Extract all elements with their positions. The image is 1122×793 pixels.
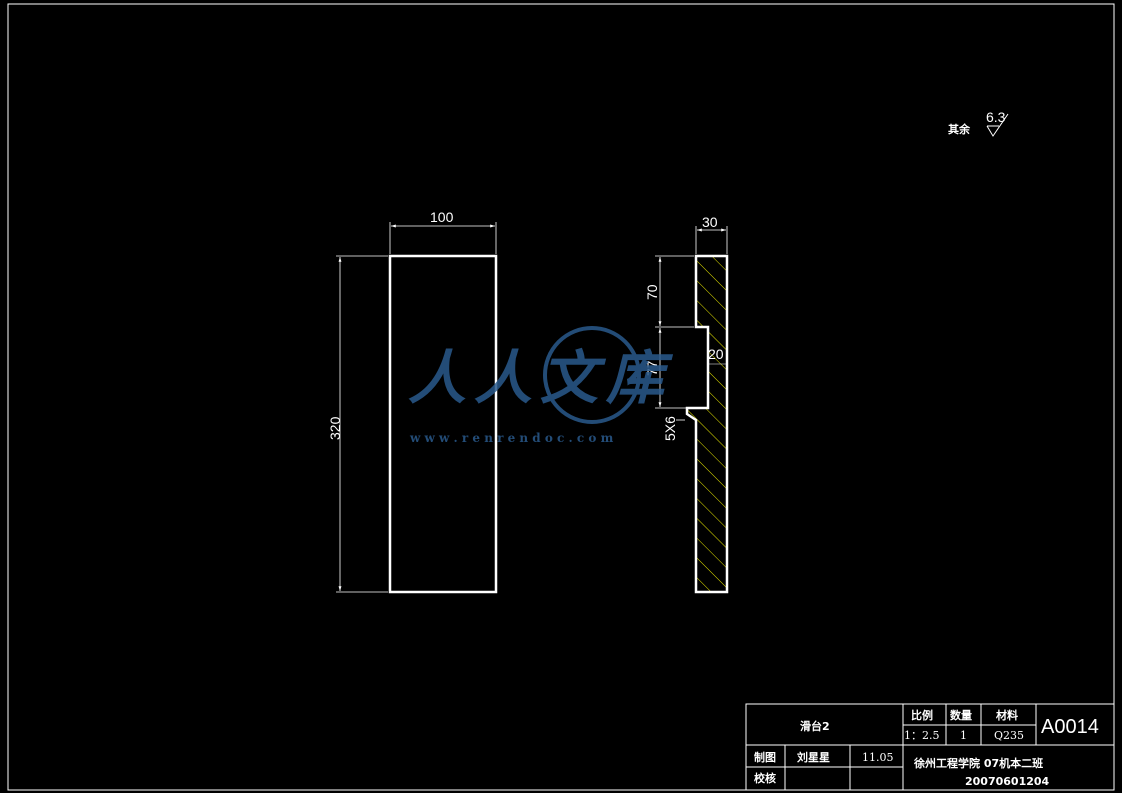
watermark: 人人文库 w w w . r e n r e n d o c . c o m [408,326,674,445]
scale-label: 比例 [911,708,933,722]
drawn-date: 11.05 [862,751,894,764]
roughness-value: 6.3 [986,109,1006,125]
slot-dimension-text: 77 [644,360,660,376]
watermark-circle [543,326,641,424]
side-view-outline [685,254,729,594]
top-dimension-text: 70 [644,284,660,300]
part-name: 滑台2 [800,719,830,733]
material-value: Q235 [994,729,1024,742]
check-label: 校核 [754,771,776,785]
drawing-frame [7,3,1115,791]
roughness-label: 其余 [948,122,971,136]
slot-depth-dimension-text: 20 [708,346,724,362]
surface-roughness-note: 其余 6.3 [948,109,1009,137]
student-id: 20070601204 [965,775,1050,788]
watermark-url: w w w . r e n r e n d o c . c o m [409,431,614,445]
side-view-hatch [687,256,727,592]
thickness-dimension-text: 30 [702,214,718,230]
roughness-symbol-icon [986,113,1009,137]
qty-value: 1 [960,729,967,742]
width-dimension-text: 100 [430,209,454,225]
front-view: 100 320 [327,209,498,594]
school-name: 徐州工程学院 07机本二班 [913,756,1043,770]
chamfer-dimension-text: 5X6 [662,416,678,441]
material-label: 材料 [996,708,1018,722]
title-block: 滑台2 比例 数量 材料 1：2.5 1 Q235 A0014 制图 刘星星 1… [745,703,1115,791]
drawing-number: A0014 [1041,716,1099,738]
side-view: 30 70 77 20 5X6 [644,214,729,594]
height-dimension-text: 320 [327,416,343,440]
drawn-label: 制图 [754,750,776,764]
front-view-outline [388,254,498,594]
drawn-name: 刘星星 [797,750,830,764]
scale-value: 1：2.5 [904,729,940,742]
watermark-text: 人人文库 [408,344,674,412]
qty-label: 数量 [950,708,972,722]
